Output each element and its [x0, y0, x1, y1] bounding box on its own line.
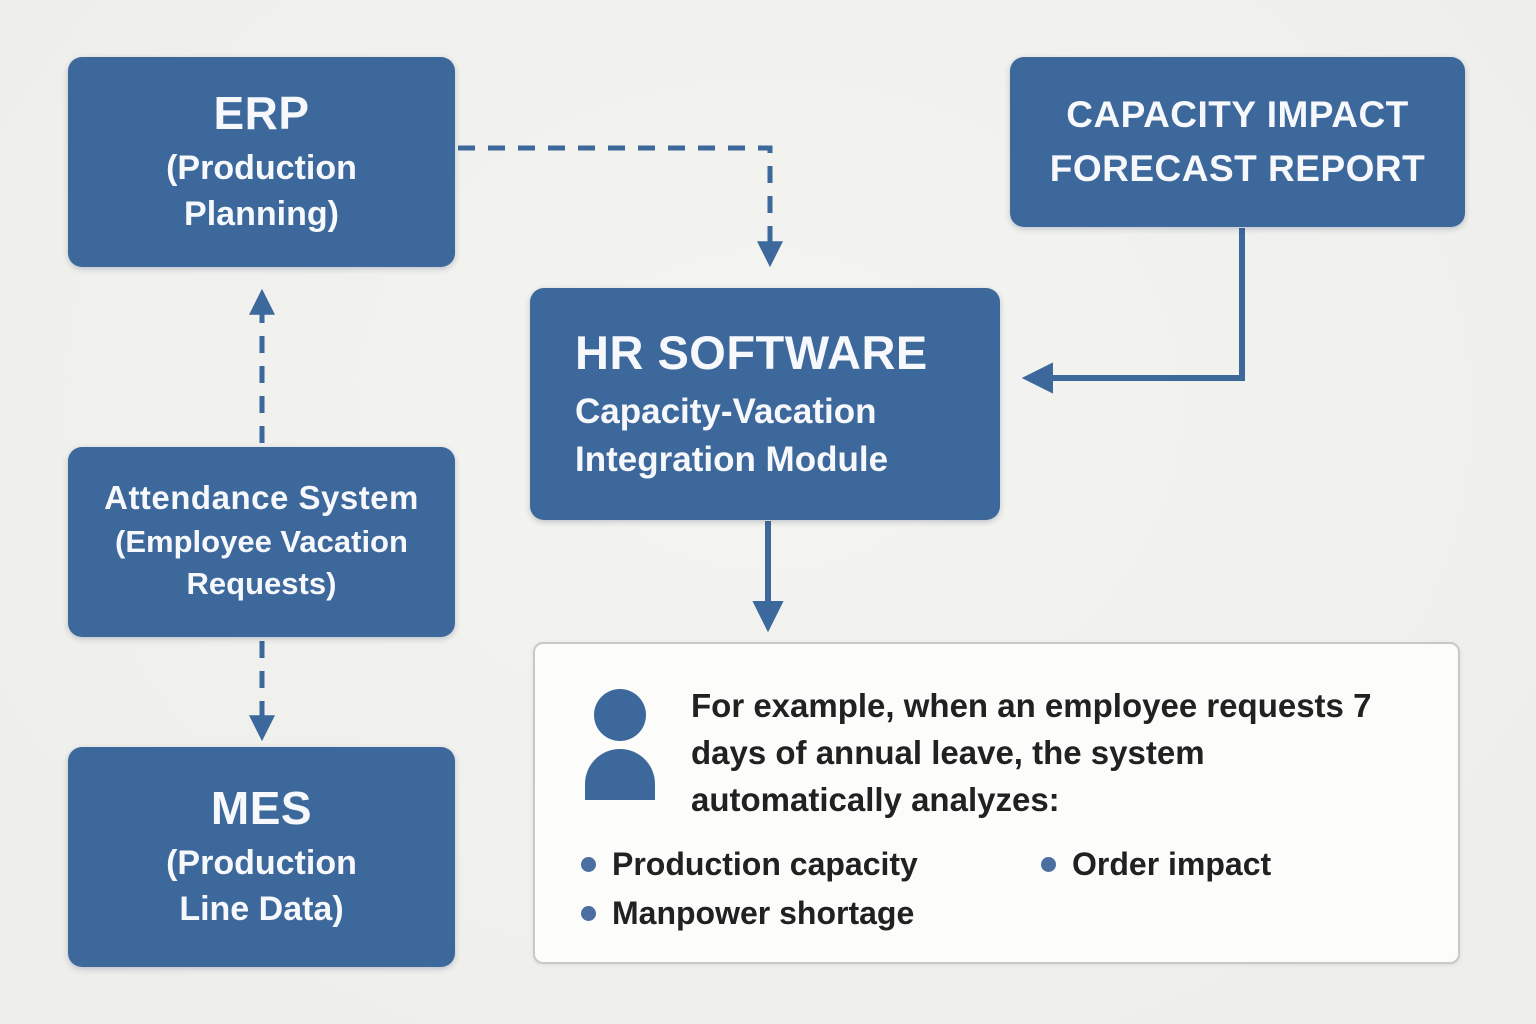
bullet-label: Manpower shortage — [612, 894, 915, 931]
erp-title: ERP — [213, 87, 310, 140]
example-bullet-list: Production capacity Order impact Manpowe… — [577, 846, 1416, 932]
capacity-report-title: CAPACITY IMPACT FORECAST REPORT — [1049, 94, 1426, 189]
bullet-dot-icon — [1041, 856, 1056, 872]
hr-software-subtitle: Capacity-Vacation Integration Module — [575, 392, 889, 479]
arrow-report-to-hr — [1021, 228, 1245, 394]
node-attendance-system: Attendance System (Employee Vacation Req… — [68, 447, 455, 637]
node-mes: MES (Production Line Data) — [68, 747, 455, 967]
attendance-title: Attendance System — [104, 479, 419, 517]
bullet-label: Production capacity — [612, 845, 918, 882]
attendance-subtitle: (Employee Vacation Requests) — [115, 524, 408, 601]
mes-title: MES — [210, 782, 313, 835]
hr-software-title: HR SOFTWARE — [575, 326, 928, 380]
example-text: For example, when an employee requests 7… — [691, 687, 1372, 819]
bullet-label: Order impact — [1072, 845, 1272, 882]
example-callout: For example, when an employee requests 7… — [533, 642, 1460, 964]
bullet-dot-icon — [581, 905, 596, 921]
bullet-order-impact: Order impact — [1041, 846, 1416, 883]
bullet-manpower-shortage: Manpower shortage — [581, 895, 1041, 932]
bullet-production-capacity: Production capacity — [581, 846, 1041, 883]
bullet-dot-icon — [581, 856, 596, 872]
node-hr-software: HR SOFTWARE Capacity-Vacation Integratio… — [530, 288, 1000, 520]
node-erp: ERP (Production Planning) — [68, 57, 455, 267]
person-icon — [585, 689, 655, 800]
arrow-erp-to-hr — [458, 145, 783, 268]
node-capacity-report: CAPACITY IMPACT FORECAST REPORT — [1010, 57, 1465, 227]
mes-subtitle: (Production Line Data) — [166, 844, 357, 928]
erp-subtitle: (Production Planning) — [166, 149, 357, 233]
